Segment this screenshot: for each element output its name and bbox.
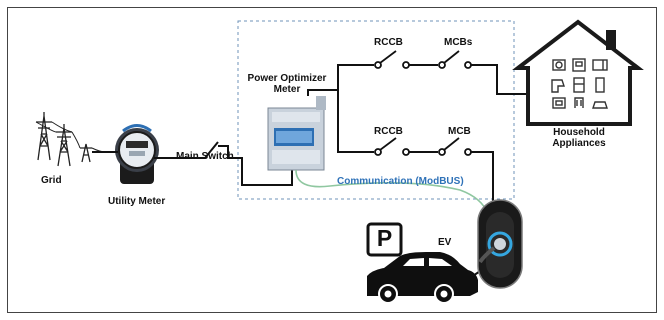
- rccb-top-label: RCCB: [374, 37, 403, 48]
- grid-label: Grid: [41, 175, 62, 186]
- mcbs-top-breaker: [438, 50, 472, 69]
- ev-label: EV: [438, 237, 452, 248]
- rccb-bottom-label: RCCB: [374, 126, 403, 137]
- utility-meter-icon: [115, 124, 159, 184]
- wire-meter-main-switch: [154, 141, 293, 186]
- power-optimizer-meter-label-line1: Power Optimizer: [247, 73, 327, 84]
- main-switch-label: Main Switch: [176, 151, 234, 162]
- optimizer-boundary-box: [237, 20, 515, 200]
- household-appliances-label: Household Appliances: [540, 127, 618, 149]
- rccb-top-breaker: [374, 50, 410, 69]
- household-label-line1: Household: [553, 127, 605, 138]
- power-pylon-icon: [35, 112, 107, 167]
- mcb-bottom-breaker: [438, 137, 472, 156]
- wire-mcbs-house: [471, 64, 540, 95]
- communication-label: Communication (ModBUS): [337, 176, 464, 187]
- wire-mcb-charger: [471, 151, 494, 204]
- house-icon: [512, 19, 644, 126]
- parking-sign-icon: [366, 222, 403, 257]
- communication-link: [295, 169, 489, 215]
- wire-optimizer-bottom-branch: [337, 90, 374, 153]
- mcbs-label: MCBs: [444, 37, 473, 48]
- car-icon: [367, 251, 491, 304]
- rccb-bottom-breaker: [374, 137, 410, 156]
- ev-charger-icon: [477, 199, 523, 289]
- power-optimizer-meter-label-line2: Meter: [273, 83, 301, 95]
- power-optimizer-meter-label: Power Optimizer Meter: [240, 73, 334, 95]
- outer-frame: [7, 7, 657, 313]
- power-optimizer-meter-icon: [267, 96, 326, 171]
- household-label-line2: Appliances: [552, 137, 606, 149]
- utility-meter-label: Utility Meter: [108, 196, 166, 207]
- mcb-label: MCB: [448, 126, 471, 137]
- parking-sign-letter: P: [376, 225, 393, 251]
